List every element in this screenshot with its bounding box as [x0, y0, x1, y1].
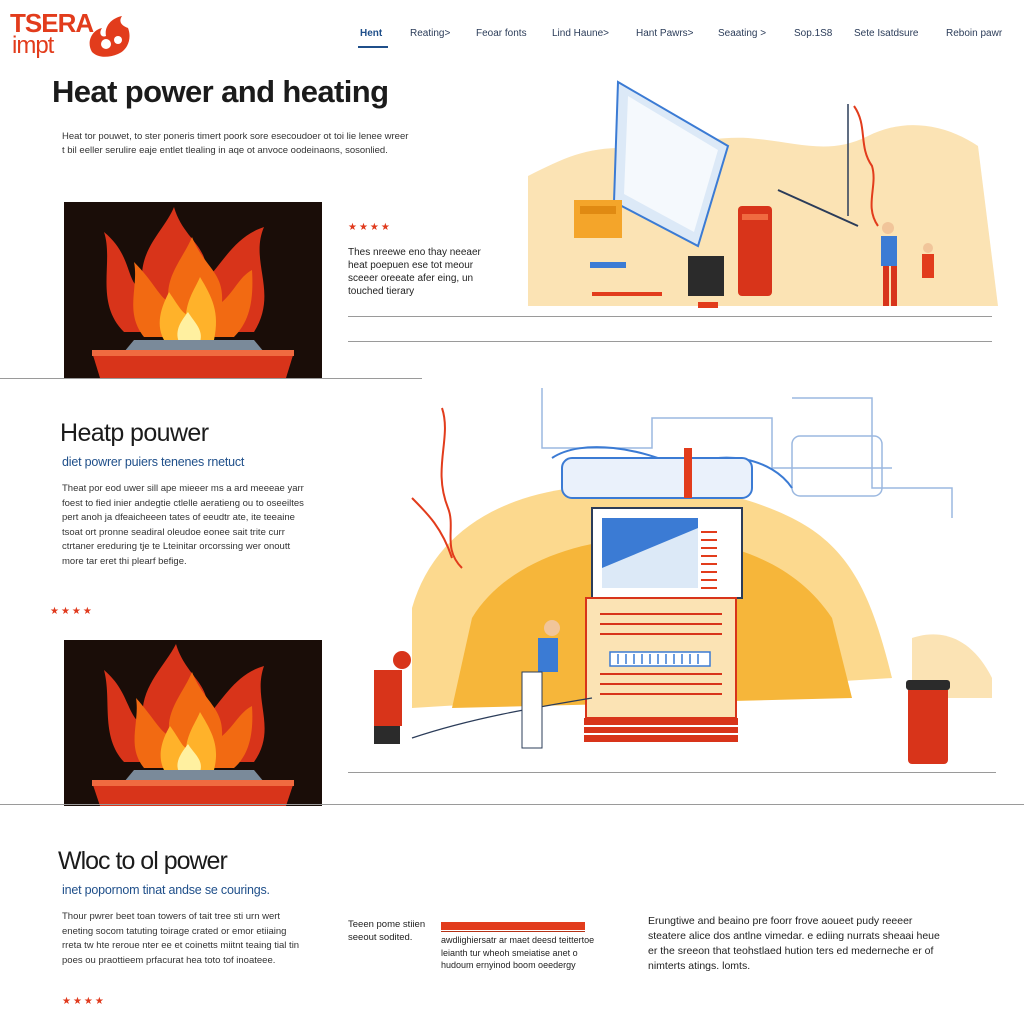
- right-text: Erungtiwe and beaino pre foorr frove aou…: [648, 915, 940, 972]
- section-title-heat-power: Heatp pouwer: [60, 419, 209, 447]
- nav-item-feoar-fonts[interactable]: Feoar fonts: [476, 28, 527, 39]
- nav-item-sop[interactable]: Sop.1S8: [794, 28, 833, 39]
- nav-active-underline: [358, 46, 388, 48]
- flame-illustration-icon: [92, 207, 294, 378]
- highlight-bar: [441, 922, 585, 930]
- hero-description: Heat tor pouwet, to ster poneris timert …: [62, 131, 409, 156]
- mini-text: Teeen pome stiien seeout sodited.: [348, 919, 426, 943]
- main-nav: Hent Reating> Feoar fonts Lind Haune> Ha…: [340, 22, 1020, 52]
- heating-workshop-illustration: [528, 76, 998, 316]
- brand-logo[interactable]: TSERA impt: [8, 4, 138, 62]
- section-subtitle-heat-power: diet powrer puiers tenenes rnetuct: [62, 455, 245, 469]
- nav-item-lind-haune[interactable]: Lind Haune>: [552, 28, 609, 39]
- fire-image-2: [64, 640, 322, 806]
- section-divider: [0, 378, 422, 379]
- nav-item-sete[interactable]: Sete Isatdsure: [854, 28, 919, 39]
- hero-side-text: Thes nreewe eno thay neeaer heat poepuen…: [348, 247, 481, 297]
- section-description-power: Thour pwrer beet toan towers of tait tre…: [62, 911, 300, 966]
- section-divider: [0, 804, 1024, 805]
- page-title: Heat power and heating: [52, 74, 389, 109]
- boiler-machine-illustration: [352, 378, 996, 772]
- nav-item-reboin-pawr[interactable]: Reboin pawr: [946, 28, 1003, 39]
- nav-item-reating[interactable]: Reating>: [410, 28, 451, 39]
- fire-image-1: [64, 202, 322, 378]
- nav-item-home[interactable]: Hent: [360, 28, 383, 39]
- nav-item-hant-pawrs[interactable]: Hant Pawrs>: [636, 28, 694, 39]
- brand-name-line1: TSERA: [10, 8, 94, 38]
- mid-text: awdlighiersatr ar maet deesd teittertoe …: [441, 935, 595, 970]
- flame-illustration-icon: [92, 644, 294, 806]
- section-divider: [348, 341, 992, 342]
- section-title-power: Wloc to ol power: [58, 847, 228, 875]
- section-divider: [348, 316, 992, 317]
- rating-stars-3: ★★★★: [62, 996, 106, 1007]
- rating-stars-1: ★★★★: [348, 222, 392, 233]
- brand-name-line2: impt: [12, 32, 54, 59]
- nav-item-seaating[interactable]: Seaating >: [718, 28, 767, 39]
- rating-stars-2: ★★★★: [50, 606, 94, 617]
- section-subtitle-power: inet popornom tinat andse se courings.: [62, 883, 270, 897]
- section-divider: [348, 772, 996, 773]
- flame-logo-icon: [89, 16, 130, 57]
- highlight-bar-rule: [441, 931, 585, 932]
- section-description-heat-power: Theat por eod uwer sill ape mieeer ms a …: [62, 483, 304, 567]
